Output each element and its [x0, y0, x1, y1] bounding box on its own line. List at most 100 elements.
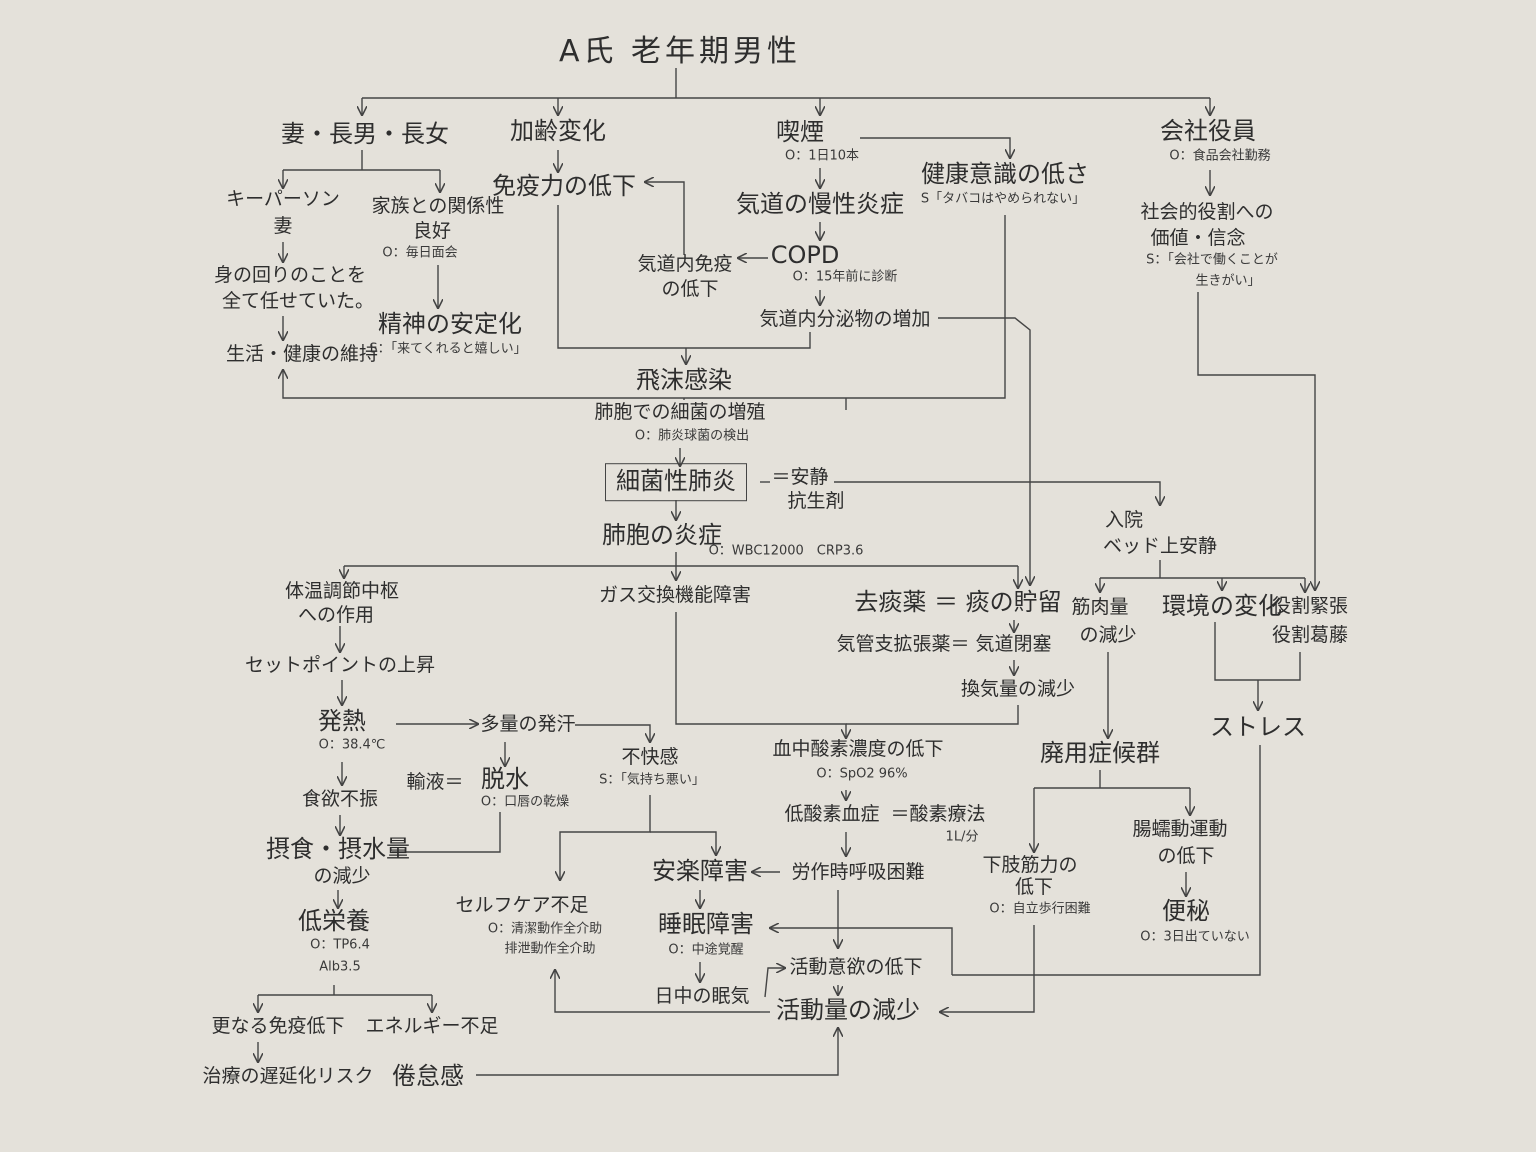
node-keyperson: キーパーソン — [226, 188, 340, 211]
node-intake-decrease: 摂食・摂水量 — [266, 835, 410, 864]
node-health-awareness: 健康意識の低さ — [921, 160, 1089, 189]
node-constipation-obs: O：3日出ていない — [1140, 929, 1250, 945]
connector-line — [675, 612, 846, 738]
node-hypoxemia: 低酸素血症 — [784, 803, 880, 826]
node-intake-decrease2: の減少 — [313, 865, 371, 888]
node-smoking-obs: O：1日10本 — [784, 148, 860, 164]
node-antibiotics: 抗生剤 — [787, 490, 845, 513]
connector-line — [952, 745, 1261, 976]
node-undernutrition: 低栄養 — [298, 907, 370, 936]
connector-line — [938, 317, 1030, 585]
node-activity-decrease: 活動量の減少 — [776, 996, 920, 1025]
node-further-immune-decline: 更なる免疫低下 — [211, 1015, 345, 1038]
node-health-subjective: S「タバコはやめられない」 — [920, 191, 1086, 207]
node-social-subjective2: 生きがい」 — [1195, 273, 1261, 289]
node-expectorant-sputum: 去痰薬 ＝ 痰の貯留 — [854, 588, 1062, 617]
node-bacteria-growth: 肺胞での細菌の増殖 — [594, 401, 766, 424]
connector-line — [476, 1028, 838, 1076]
node-anorexia: 食欲不振 — [301, 788, 379, 811]
node-muscle-mass-decrease: の減少 — [1079, 624, 1137, 647]
node-ventilation-decrease: 換気量の減少 — [960, 678, 1076, 701]
node-family: 妻・長男・長女 — [281, 120, 449, 149]
node-fever: 発熱 — [318, 707, 366, 736]
node-muscle-mass: 筋肉量 — [1071, 596, 1129, 619]
node-role-conflict: 役割葛藤 — [1271, 624, 1349, 647]
node-lower-limb-strength: 下肢筋力の — [982, 854, 1078, 877]
node-treatment-delay-risk: 治療の遅延化リスク — [202, 1065, 374, 1088]
node-thermo-center: 体温調節中枢 — [284, 580, 400, 603]
node-heavy-sweating: 多量の発汗 — [480, 713, 576, 736]
node-rest: ＝安静 — [771, 466, 829, 489]
node-sleep-obs: O：中途覚醒 — [668, 942, 744, 958]
connector-line — [846, 705, 1019, 725]
node-keyperson-wife: 妻 — [273, 215, 293, 238]
node-copd-obs: O：15年前に診断 — [792, 269, 898, 285]
node-selfcare-hygiene: O：清潔動作全介助 — [487, 921, 603, 937]
node-gas-exchange-impairment: ガス交換機能障害 — [598, 584, 752, 607]
node-exertional-dyspnea: 労作時呼吸困難 — [791, 861, 925, 884]
node-spo2-obs: O：SpO2 96% — [816, 766, 908, 782]
node-role-strain: 役割緊張 — [1271, 595, 1349, 618]
connector-line — [940, 925, 1035, 1012]
node-family-relation-good: 良好 — [412, 220, 452, 243]
node-secretion-increase: 気道内分泌物の増加 — [759, 308, 931, 331]
connector-line — [770, 928, 953, 975]
node-sleep-disorder: 睡眠障害 — [658, 910, 754, 939]
connector-line — [283, 215, 1006, 399]
map-title: A氏 老年期男性 — [558, 33, 802, 69]
connector-line — [392, 812, 501, 853]
node-bacteria-obs: O：肺炎球菌の検出 — [634, 428, 750, 444]
node-disuse-syndrome: 廃用症候群 — [1040, 739, 1160, 768]
connector-line — [575, 724, 650, 742]
node-stress: ストレス — [1210, 713, 1306, 742]
node-alveolar-inflammation: 肺胞の炎症 — [602, 521, 722, 550]
node-smoking: 喫煙 — [776, 118, 824, 147]
node-alveolar-obs: O：WBC12000 CRP3.6 — [708, 543, 864, 559]
node-bronchodilator-obstruction: 気管支拡張薬＝ 気道閉塞 — [836, 633, 1052, 656]
node-oxygen-therapy: ＝酸素療法 — [890, 803, 986, 826]
node-entrust-line1: 身の回りのことを — [213, 264, 367, 287]
node-undernutrition-tp: O：TP6.4 — [310, 937, 370, 953]
node-airway-immunity: 気道内免疫 — [637, 253, 733, 276]
node-fatigue: 倦怠感 — [392, 1062, 464, 1091]
node-chronic-inflammation: 気道の慢性炎症 — [736, 190, 904, 219]
node-airway-immunity-decline: の低下 — [661, 278, 719, 301]
node-blood-oxygen-decline: 血中酸素濃度の低下 — [772, 738, 944, 761]
node-undernutrition-alb: Alb3.5 — [319, 959, 361, 975]
node-daytime-drowsiness: 日中の眠気 — [654, 985, 750, 1008]
node-bowel-motility-decline: の低下 — [1157, 845, 1215, 868]
node-selfcare-deficit: セルフケア不足 — [455, 894, 589, 917]
node-life-health-maintain: 生活・健康の維持 — [225, 343, 379, 366]
node-social-subjective1: S：「会社で働くことが — [1146, 252, 1278, 268]
node-infusion: 輸液＝ — [406, 771, 464, 794]
node-comfort-impairment: 安楽障害 — [652, 857, 748, 886]
node-bacterial-pneumonia: 細菌性肺炎 — [605, 463, 747, 501]
connector-line — [557, 205, 811, 349]
node-energy-shortage: エネルギー不足 — [365, 1015, 499, 1038]
connector-line — [650, 831, 716, 855]
node-dehydration: 脱水 — [481, 765, 529, 794]
node-droplet-infection: 飛沫感染 — [636, 366, 732, 395]
connector-line — [834, 481, 1160, 505]
connector-line — [560, 795, 651, 880]
connector-line — [555, 970, 760, 1013]
node-dehydration-obs: O：口唇の乾燥 — [480, 794, 570, 810]
connector-line — [860, 137, 1010, 158]
node-setpoint-rise: セットポイントの上昇 — [244, 654, 436, 677]
node-selfcare-excretion: 排泄動作全介助 — [504, 941, 596, 957]
node-entrust-line2: 全て任せていた。 — [221, 290, 375, 313]
node-bowel-motility: 腸蠕動運動 — [1132, 818, 1228, 841]
node-copd: COPD — [770, 241, 840, 270]
node-company-officer: 会社役員 — [1160, 117, 1256, 146]
node-bed-rest: ベッド上安静 — [1102, 535, 1218, 558]
connector-line — [764, 968, 785, 998]
node-family-relation-obs: O：毎日面会 — [382, 245, 458, 261]
node-social-value: 価値・信念 — [1150, 227, 1246, 250]
node-oxygen-flow: 1L/分 — [945, 829, 979, 845]
node-fever-obs: O：38.4℃ — [318, 737, 386, 753]
node-constipation: 便秘 — [1162, 897, 1210, 926]
connector-line — [645, 182, 685, 255]
node-motivation-decline: 活動意欲の低下 — [789, 956, 923, 979]
